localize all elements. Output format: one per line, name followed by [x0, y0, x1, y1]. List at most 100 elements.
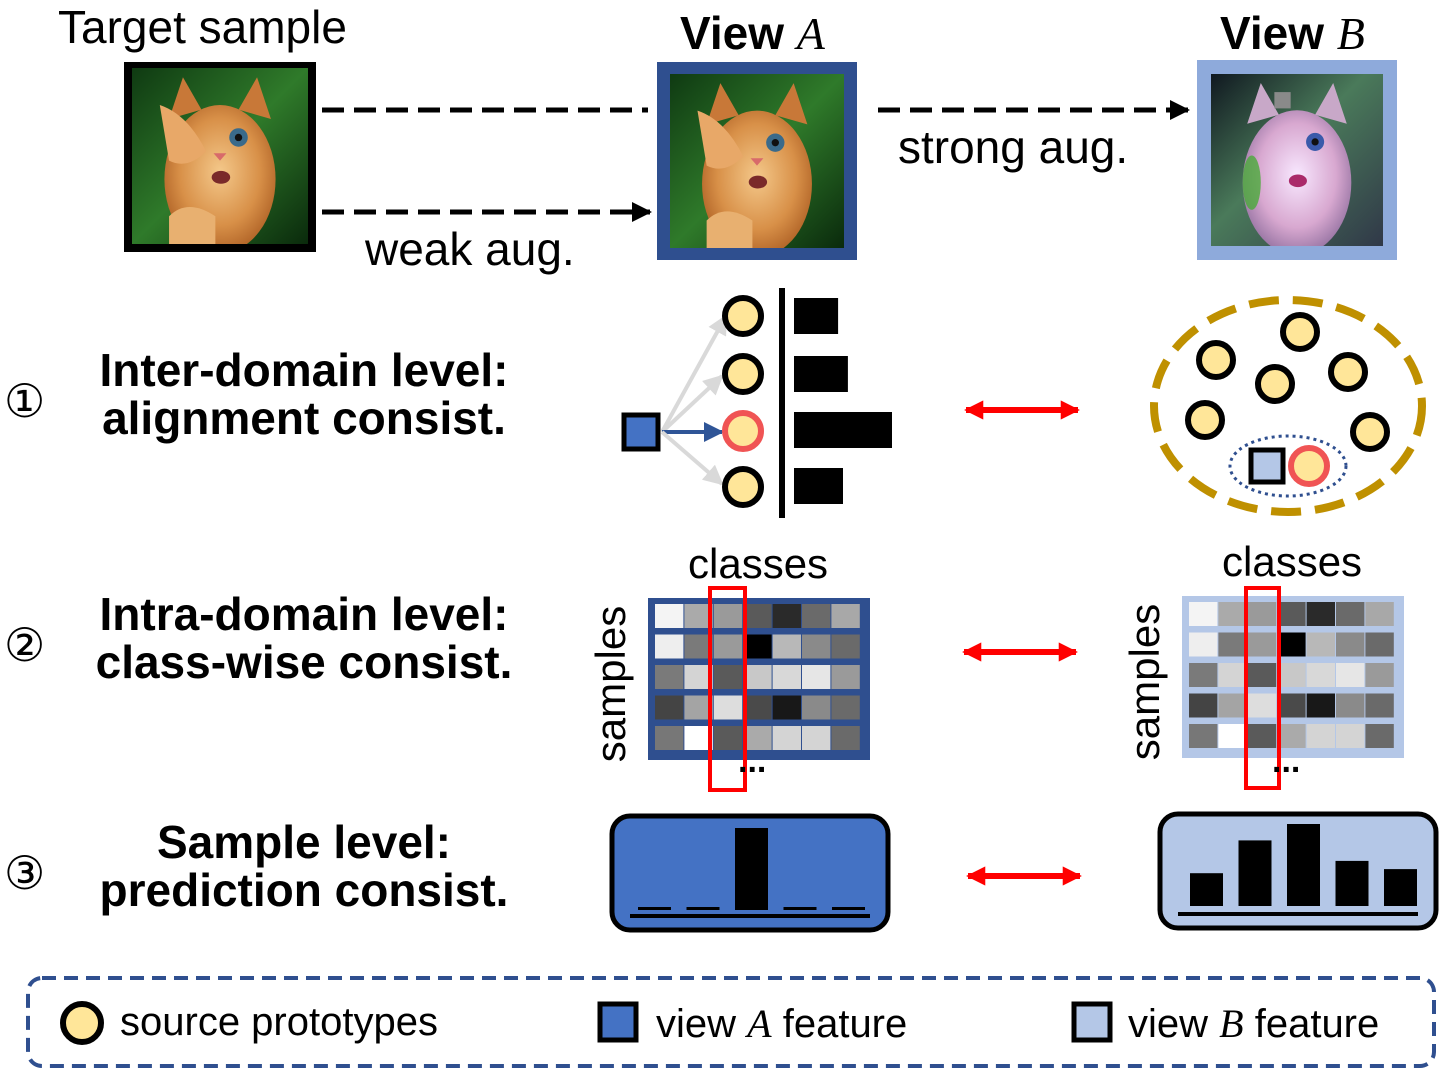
- matrix-a-cell: [743, 665, 772, 689]
- matrix-b-cell: [1365, 724, 1394, 748]
- target-sample-label: Target sample: [58, 1, 347, 53]
- cluster-prototype-6: [1350, 412, 1390, 452]
- source-cluster-outline: [1150, 296, 1426, 516]
- view-b-title: View B: [1220, 6, 1365, 60]
- prediction-a-bar-1: [638, 907, 671, 910]
- view-b-title-letter: B: [1336, 8, 1365, 59]
- matrix-b-samples-label: samples: [1121, 603, 1168, 761]
- prediction-a-bar-4: [783, 907, 817, 910]
- matrix-b-cell: [1365, 693, 1394, 718]
- matrix-a-cell: [743, 726, 772, 750]
- prediction-b-bar-3: [1287, 824, 1320, 906]
- view-b-title-text: View: [1220, 7, 1324, 59]
- matrix-b-cell: [1306, 632, 1335, 657]
- matrix-b-class-highlight: [1244, 586, 1281, 790]
- legend-view-a-letter: A: [747, 1001, 772, 1046]
- strong-aug-label: strong aug.: [898, 121, 1129, 173]
- matrix-a-cell: [743, 695, 772, 720]
- matrix-a-cell: [655, 726, 684, 750]
- level-1-line-1: Inter-domain level:: [99, 344, 509, 396]
- matrix-b-cell: [1247, 663, 1277, 687]
- matrix-b-classes-label: classes: [1222, 538, 1363, 585]
- level-1-line-2: alignment consist.: [102, 392, 506, 444]
- matrix-b-cell: [1365, 602, 1394, 626]
- cluster-prototype-1: [1280, 312, 1320, 352]
- matrix-a-class-highlight: [708, 586, 747, 792]
- matrix-a-cell: [772, 665, 801, 689]
- matrix-b-cell: [1336, 724, 1365, 748]
- level-2-number: ②: [4, 618, 46, 672]
- legend-view-a-prefix: view: [656, 1002, 737, 1046]
- matrix-a-cell: [713, 726, 743, 750]
- matrix-b-cell: [1189, 724, 1218, 748]
- inner-match-outline: [1228, 434, 1348, 498]
- level-3-line-2: prediction consist.: [99, 864, 509, 916]
- matrix-a-samples-label: samples: [587, 605, 634, 763]
- matrix-b-cell: [1336, 663, 1365, 687]
- level-3-title: Sample level: prediction consist.: [54, 818, 554, 914]
- matrix-a-cell: [772, 695, 801, 720]
- legend-view-b-icon: [1071, 1001, 1113, 1043]
- view-a-title: View A: [680, 6, 825, 60]
- matrix-b-cell: [1336, 693, 1365, 718]
- legend-view-b-suffix: feature: [1254, 1002, 1380, 1046]
- matrix-a-cell: [802, 634, 831, 659]
- prediction-b-bar-4: [1335, 860, 1369, 906]
- cluster-prototype-2: [1196, 340, 1236, 380]
- legend-view-b-label: view B feature: [1128, 1000, 1379, 1047]
- level-3-line-1: Sample level:: [156, 816, 452, 868]
- legend-view-b-prefix: view: [1128, 1002, 1209, 1046]
- matrix-a-cell: [831, 604, 860, 628]
- matrix-b-cell: [1218, 632, 1247, 657]
- inter-domain-view-a-panel: [621, 288, 892, 518]
- level-2-line-2: class-wise consist.: [95, 636, 513, 688]
- matrix-b-cell: [1218, 602, 1247, 626]
- matrix-b-cell: [1247, 602, 1277, 626]
- cat-photo-icon: [132, 68, 308, 244]
- matrix-a-cell: [772, 604, 801, 628]
- prototype-circle-4: [722, 466, 764, 508]
- prototype-circle-2: [722, 353, 764, 395]
- prediction-view-b: [1157, 811, 1439, 931]
- matrix-b-cell: [1277, 663, 1306, 687]
- similarity-bar-1: [794, 298, 839, 334]
- matrix-b-cell: [1218, 663, 1247, 687]
- view-a-image: [657, 62, 857, 260]
- similarity-bar-2: [794, 356, 848, 392]
- matrix-a-cell: [772, 726, 801, 750]
- similarity-bar-4: [794, 468, 843, 504]
- prediction-b-bar-2: [1238, 840, 1272, 906]
- matrix-b-cell: [1277, 724, 1306, 748]
- level-1-number: ①: [4, 374, 46, 428]
- gray-arrow-2: [660, 374, 724, 434]
- matrix-b-cell: [1277, 693, 1306, 718]
- legend-view-a-suffix: feature: [782, 1002, 908, 1046]
- legend-view-b-letter: B: [1219, 1001, 1244, 1046]
- prediction-b-bar-1: [1190, 873, 1223, 906]
- legend-view-a-icon: [597, 1001, 639, 1043]
- cluster-prototype-4: [1255, 364, 1295, 404]
- weak-aug-label: weak aug.: [365, 223, 575, 275]
- matrix-a-cell: [831, 726, 860, 750]
- matrix-b-ellipsis: ...: [1272, 742, 1301, 780]
- matrix-a-cell: [655, 665, 684, 689]
- matrix-a-cell: [802, 665, 831, 689]
- matrix-a-cell: [831, 665, 860, 689]
- matrix-b-cell: [1365, 632, 1394, 657]
- matrix-b-cell: [1306, 724, 1335, 748]
- similarity-bar-3: [794, 412, 892, 448]
- matrix-a-cell: [772, 634, 801, 659]
- matrix-b-cell: [1189, 602, 1218, 626]
- matrix-a-cell: [655, 604, 684, 628]
- level-1-title: Inter-domain level: alignment consist.: [54, 346, 554, 442]
- level-3-number: ③: [4, 846, 46, 900]
- prototype-similarity-bars: [794, 298, 892, 504]
- matrix-b-cell: [1365, 663, 1394, 687]
- matrix-b-cell: [1189, 663, 1218, 687]
- matrix-b-cell: [1336, 632, 1365, 657]
- matrix-a-cell: [713, 695, 743, 720]
- legend-prototype-icon: [60, 1001, 104, 1045]
- matrix-b-cell: [1306, 693, 1335, 718]
- matrix-b-cell: [1218, 693, 1247, 718]
